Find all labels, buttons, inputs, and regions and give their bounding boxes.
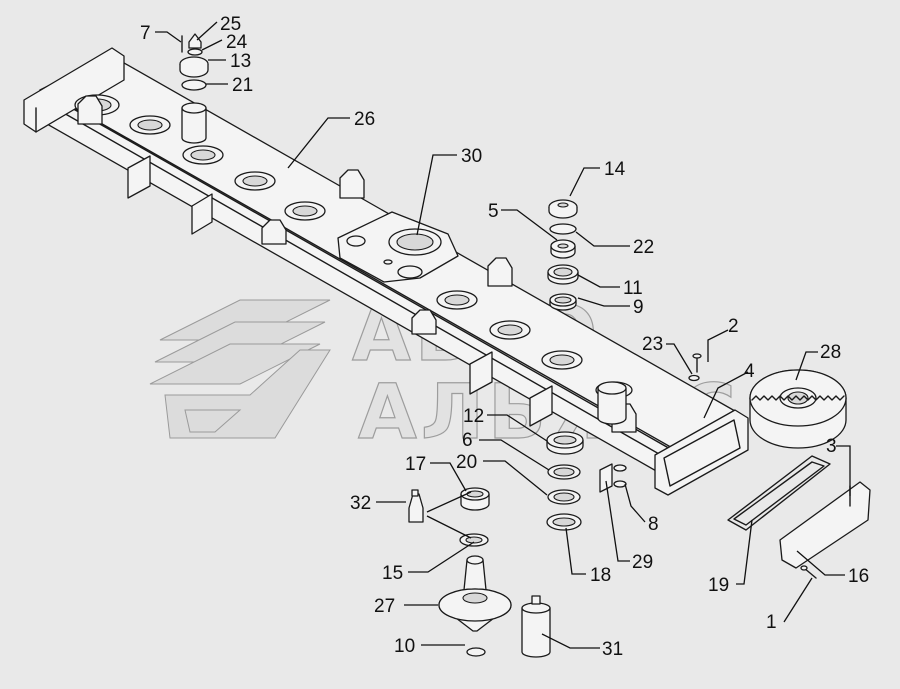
callout-8: 8	[648, 514, 659, 535]
callout-32: 32	[350, 493, 371, 514]
beam-seats	[74, 94, 637, 433]
lower-bushing	[597, 381, 627, 425]
watermark-logo	[149, 299, 331, 439]
callout-26: 26	[354, 109, 375, 130]
callout-31: 31	[602, 639, 623, 660]
hub-assembly	[438, 555, 512, 657]
callout-17: 17	[405, 454, 426, 475]
gear-wheel	[749, 369, 847, 449]
callout-5: 5	[488, 201, 499, 222]
callout-19: 19	[708, 575, 729, 596]
callout-9: 9	[633, 297, 644, 318]
lower-center-stack	[546, 431, 584, 531]
callout-15: 15	[382, 563, 403, 584]
cover-plate	[779, 481, 871, 579]
callout-28: 28	[820, 342, 841, 363]
callout-13: 13	[230, 51, 251, 72]
callout-18: 18	[590, 565, 611, 586]
lower-left-stack	[408, 487, 490, 547]
callout-6: 6	[462, 430, 473, 451]
gasket	[727, 455, 831, 531]
callout-27: 27	[374, 596, 395, 617]
bolt-and-nut	[688, 353, 702, 382]
callout-23: 23	[642, 334, 663, 355]
callout-24: 24	[226, 32, 248, 53]
callout-10: 10	[394, 636, 415, 657]
clamp-and-pins	[599, 463, 627, 493]
callout-29: 29	[632, 552, 653, 573]
center-top-stack	[547, 199, 579, 311]
callout-14: 14	[604, 159, 626, 180]
callout-1: 1	[766, 612, 777, 633]
callout-25: 25	[220, 14, 241, 35]
callout-7: 7	[140, 23, 151, 44]
callout-12: 12	[463, 406, 484, 427]
callout-16: 16	[848, 566, 869, 587]
top-plate	[337, 211, 459, 283]
callout-4: 4	[744, 361, 755, 382]
callout-11: 11	[623, 278, 643, 299]
callout-3: 3	[826, 436, 837, 457]
callout-21: 21	[232, 75, 253, 96]
leader-lines	[155, 21, 851, 649]
grease-can	[521, 595, 551, 658]
left-top-stack	[179, 33, 209, 144]
callout-2: 2	[728, 316, 739, 337]
callout-30: 30	[461, 146, 482, 167]
callout-22: 22	[633, 237, 654, 258]
callout-labels: 7 25 24 13 21 26 30 14 5 22 11 9 2 23 28…	[140, 14, 869, 660]
callout-20: 20	[456, 452, 477, 473]
